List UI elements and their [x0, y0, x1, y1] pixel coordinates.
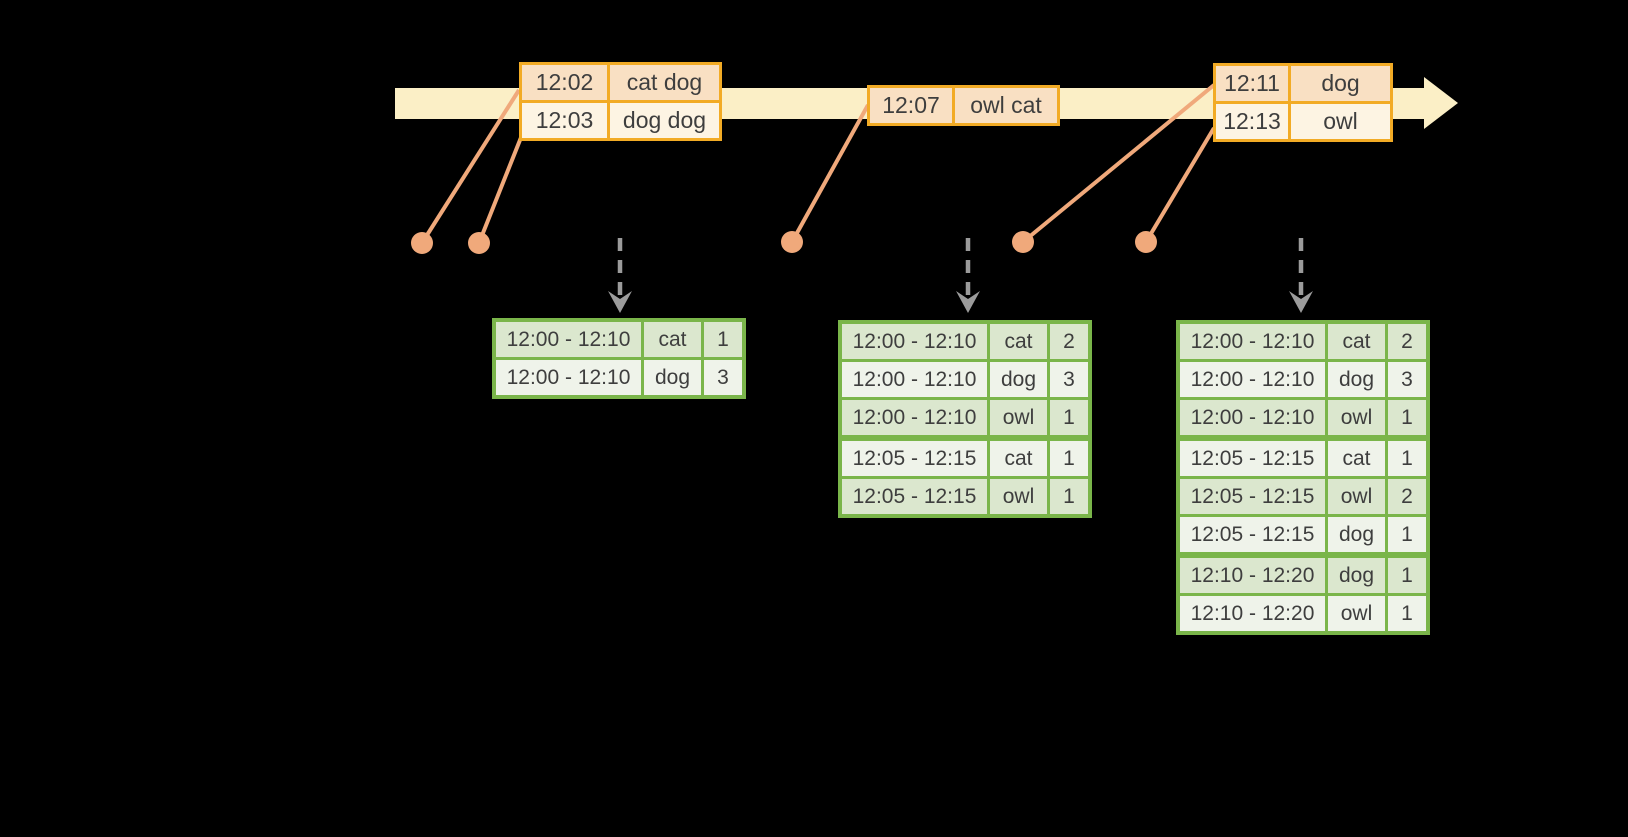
trigger-arrow-head-icon-1	[608, 291, 632, 313]
event-dot-3	[781, 231, 803, 253]
table-row: 12:05 - 12:15 cat 1	[842, 441, 1088, 476]
count-cell: 1	[1050, 400, 1088, 435]
event-time: 12:02	[522, 65, 607, 100]
word-cell: cat	[990, 324, 1047, 359]
event-row: 12:11 dog	[1216, 66, 1390, 101]
window-cell: 12:00 - 12:10	[842, 362, 987, 397]
word-cell: cat	[990, 441, 1047, 476]
table-row: 12:00 - 12:10 cat 2	[1180, 324, 1426, 359]
event-time: 12:11	[1216, 66, 1288, 101]
count-cell: 2	[1388, 479, 1426, 514]
window-cell: 12:00 - 12:10	[842, 400, 987, 435]
window-cell: 12:05 - 12:15	[1180, 441, 1325, 476]
event-words: dog dog	[610, 103, 719, 138]
event-time: 12:03	[522, 103, 607, 138]
word-cell: cat	[644, 322, 701, 357]
window-cell: 12:00 - 12:10	[496, 360, 641, 395]
result-table-3: 12:00 - 12:10 cat 2 12:00 - 12:10 dog 3 …	[1176, 320, 1430, 635]
event-box-3: 12:11 dog 12:13 owl	[1213, 63, 1393, 142]
count-cell: 2	[1388, 324, 1426, 359]
word-cell: dog	[1328, 362, 1385, 397]
event-box-1: 12:02 cat dog 12:03 dog dog	[519, 62, 722, 141]
count-cell: 3	[1388, 362, 1426, 397]
window-cell: 12:00 - 12:10	[1180, 362, 1325, 397]
event-time: 12:07	[870, 88, 952, 123]
event-time: 12:13	[1216, 104, 1288, 139]
count-cell: 1	[1388, 517, 1426, 552]
event-row: 12:13 owl	[1216, 104, 1390, 139]
window-cell: 12:00 - 12:10	[1180, 400, 1325, 435]
word-cell: cat	[1328, 324, 1385, 359]
table-row: 12:10 - 12:20 dog 1	[1180, 558, 1426, 593]
table-row: 12:00 - 12:10 dog 3	[496, 360, 742, 395]
word-cell: dog	[1328, 517, 1385, 552]
table-row: 12:00 - 12:10 cat 2	[842, 324, 1088, 359]
event-words: owl	[1291, 104, 1390, 139]
event-connector-line-2	[477, 134, 524, 244]
word-cell: dog	[644, 360, 701, 395]
word-cell: owl	[990, 400, 1047, 435]
result-table-1: 12:00 - 12:10 cat 1 12:00 - 12:10 dog 3	[492, 318, 746, 399]
event-words: owl cat	[955, 88, 1057, 123]
window-cell: 12:05 - 12:15	[1180, 517, 1325, 552]
trigger-arrow-head-icon-3	[1289, 291, 1313, 313]
event-row: 12:07 owl cat	[870, 88, 1057, 123]
word-cell: owl	[990, 479, 1047, 514]
event-words: dog	[1291, 66, 1390, 101]
word-cell: owl	[1328, 400, 1385, 435]
trigger-arrows	[608, 238, 1313, 313]
event-row: 12:03 dog dog	[522, 103, 719, 138]
event-connector-line-5	[1144, 126, 1216, 244]
table-row: 12:05 - 12:15 cat 1	[1180, 441, 1426, 476]
event-dot-2	[468, 232, 490, 254]
window-cell: 12:05 - 12:15	[842, 441, 987, 476]
window-cell: 12:00 - 12:10	[496, 322, 641, 357]
word-cell: owl	[1328, 479, 1385, 514]
timeline-arrowhead-icon	[1424, 77, 1458, 129]
count-cell: 1	[1050, 441, 1088, 476]
window-cell: 12:00 - 12:10	[1180, 324, 1325, 359]
table-row: 12:00 - 12:10 cat 1	[496, 322, 742, 357]
table-row: 12:05 - 12:15 dog 1	[1180, 517, 1426, 552]
count-cell: 2	[1050, 324, 1088, 359]
word-cell: cat	[1328, 441, 1385, 476]
event-words: cat dog	[610, 65, 719, 100]
window-cell: 12:10 - 12:20	[1180, 558, 1325, 593]
word-cell: owl	[1328, 596, 1385, 631]
word-cell: dog	[990, 362, 1047, 397]
count-cell: 1	[1388, 400, 1426, 435]
event-dot-4	[1012, 231, 1034, 253]
count-cell: 1	[704, 322, 742, 357]
event-row: 12:02 cat dog	[522, 65, 719, 100]
window-cell: 12:05 - 12:15	[842, 479, 987, 514]
table-row: 12:05 - 12:15 owl 2	[1180, 479, 1426, 514]
event-dot-5	[1135, 231, 1157, 253]
table-row: 12:00 - 12:10 owl 1	[1180, 400, 1426, 435]
count-cell: 3	[704, 360, 742, 395]
table-row: 12:10 - 12:20 owl 1	[1180, 596, 1426, 631]
event-box-2: 12:07 owl cat	[867, 85, 1060, 126]
window-cell: 12:10 - 12:20	[1180, 596, 1325, 631]
table-row: 12:00 - 12:10 dog 3	[1180, 362, 1426, 397]
window-cell: 12:05 - 12:15	[1180, 479, 1325, 514]
table-row: 12:00 - 12:10 owl 1	[842, 400, 1088, 435]
count-cell: 3	[1050, 362, 1088, 397]
event-dots	[411, 231, 1157, 254]
count-cell: 1	[1050, 479, 1088, 514]
window-cell: 12:00 - 12:10	[842, 324, 987, 359]
event-connector-line-3	[790, 104, 870, 243]
table-row: 12:05 - 12:15 owl 1	[842, 479, 1088, 514]
result-table-2: 12:00 - 12:10 cat 2 12:00 - 12:10 dog 3 …	[838, 320, 1092, 518]
count-cell: 1	[1388, 558, 1426, 593]
table-row: 12:00 - 12:10 dog 3	[842, 362, 1088, 397]
word-cell: dog	[1328, 558, 1385, 593]
count-cell: 1	[1388, 441, 1426, 476]
event-dot-1	[411, 232, 433, 254]
trigger-arrow-head-icon-2	[956, 291, 980, 313]
count-cell: 1	[1388, 596, 1426, 631]
